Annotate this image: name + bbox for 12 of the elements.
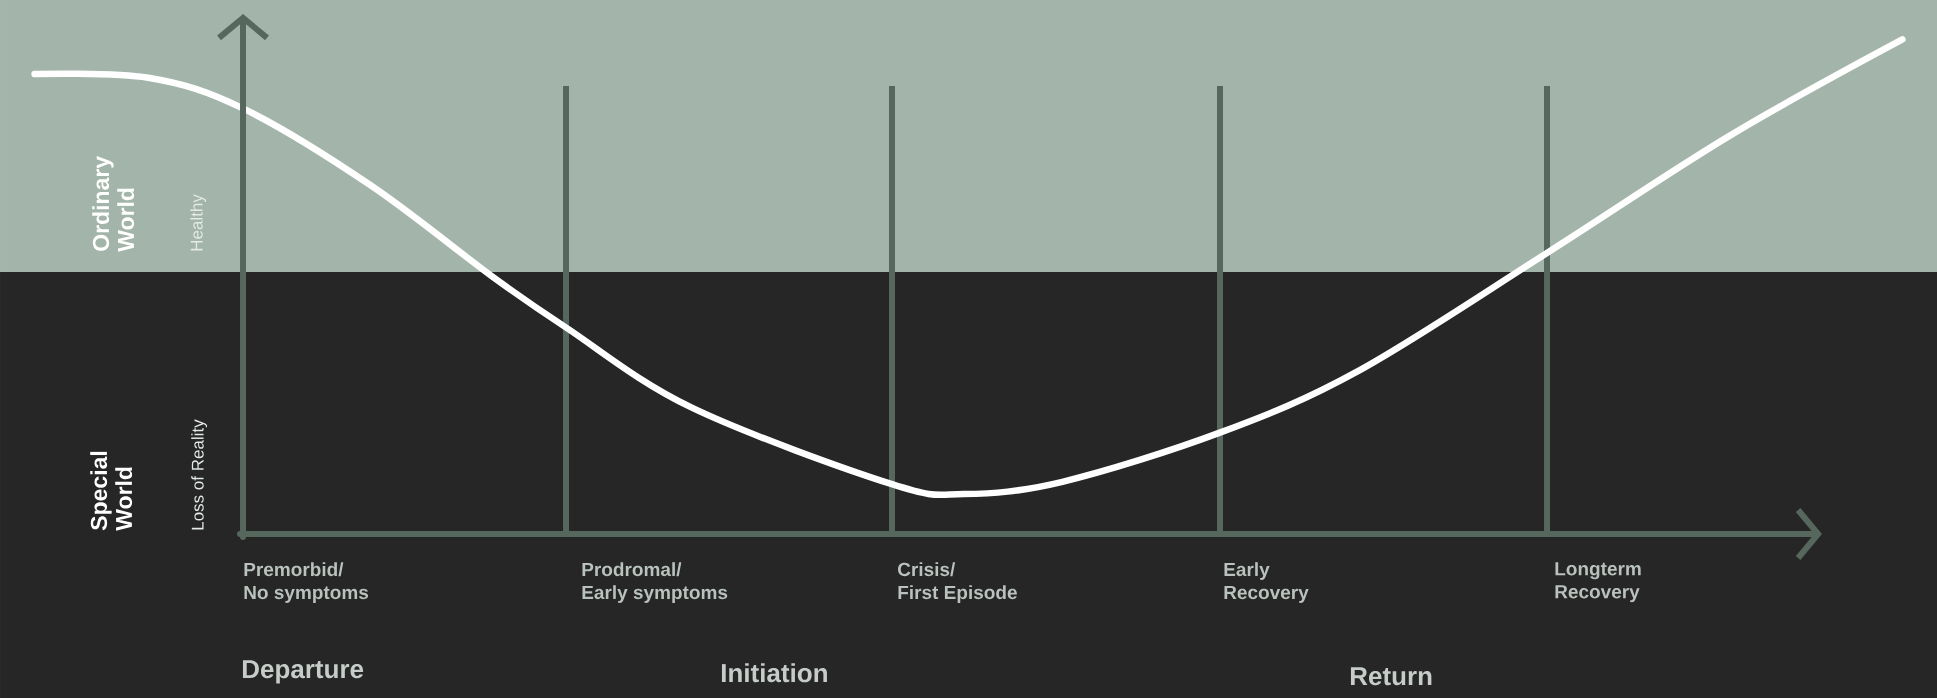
phase-label: Return (1350, 667, 1432, 686)
world-label: Ordinary World (92, 156, 135, 252)
stage-label: Prodromal/ Early symptoms (582, 562, 728, 603)
state-label: Healthy (190, 194, 207, 251)
world-label: Special World (90, 451, 133, 531)
phase-label: Initiation (721, 663, 827, 683)
phase-label: Departure (242, 660, 364, 684)
stage-label: Early Recovery (1224, 562, 1309, 603)
state-label: Loss of Reality (191, 419, 208, 530)
stage-label: Premorbid/ No symptoms (244, 562, 369, 603)
stage-label: Crisis/ First Episode (898, 562, 1017, 603)
stage-label: Longterm Recovery (1555, 562, 1641, 603)
